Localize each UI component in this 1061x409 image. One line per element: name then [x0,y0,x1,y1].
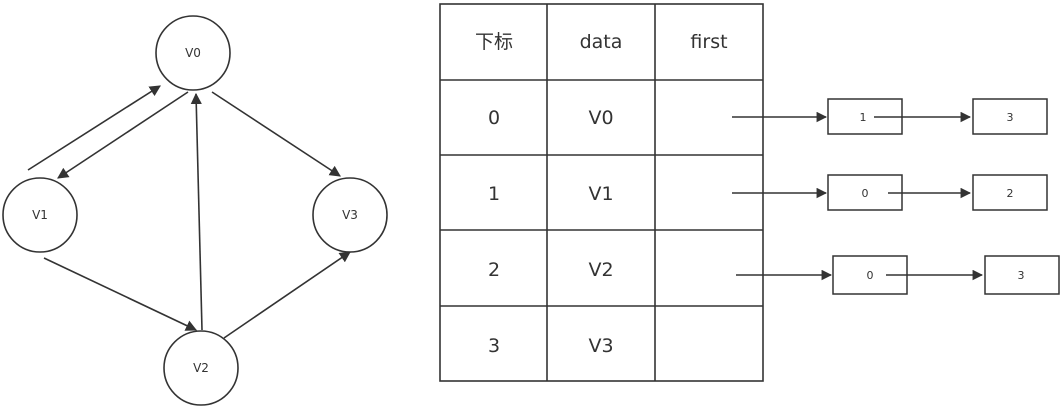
edge-node-0-1 [972,98,1048,135]
edge-node-1-1-value: 2 [1007,187,1014,200]
table-cell-data-3: V3 [588,335,613,357]
table-header-index: 下标 [475,31,513,53]
node-v0-circle [155,15,231,91]
edge-node-2-1 [984,255,1060,295]
edge-v0-v1 [57,91,189,179]
graph-edges [27,85,351,339]
table-cell-index-1: 1 [488,183,500,205]
table-cell-data-0: V0 [588,107,613,129]
edge-v2-v0 [190,92,203,331]
node-v0-label: V0 [185,46,201,60]
node-v1-label: V1 [32,208,48,222]
edge-v0-v3 [211,91,341,177]
adjacency-lists [732,98,1060,295]
edge-node-1-0-value: 0 [862,187,869,200]
node-v3-circle [312,177,388,253]
node-v2-label: V2 [193,361,209,375]
edge-node-0-1-value: 3 [1007,111,1014,124]
table-cell-data-2: V2 [588,259,613,281]
node-v3-label: V3 [342,208,358,222]
table-header-first: first [690,31,727,53]
edge-node-2-0-value: 0 [867,269,874,282]
edge-node-2-1-value: 3 [1018,269,1025,282]
edge-v2-v3 [223,251,351,339]
node-v2-circle [163,330,239,406]
vertex-table [439,3,764,382]
node-v1-circle [2,177,78,253]
table-cell-index-0: 0 [488,107,500,129]
table-cell-data-1: V1 [588,183,613,205]
graph-nodes [2,15,388,406]
table-header-data: data [580,31,623,53]
table-cell-index-3: 3 [488,335,500,357]
edge-v1-v2 [43,257,198,331]
edge-node-0-0-value: 1 [860,111,867,124]
edge-node-1-1 [972,174,1048,211]
table-cell-index-2: 2 [488,259,500,281]
edge-v1-v0 [27,85,161,171]
